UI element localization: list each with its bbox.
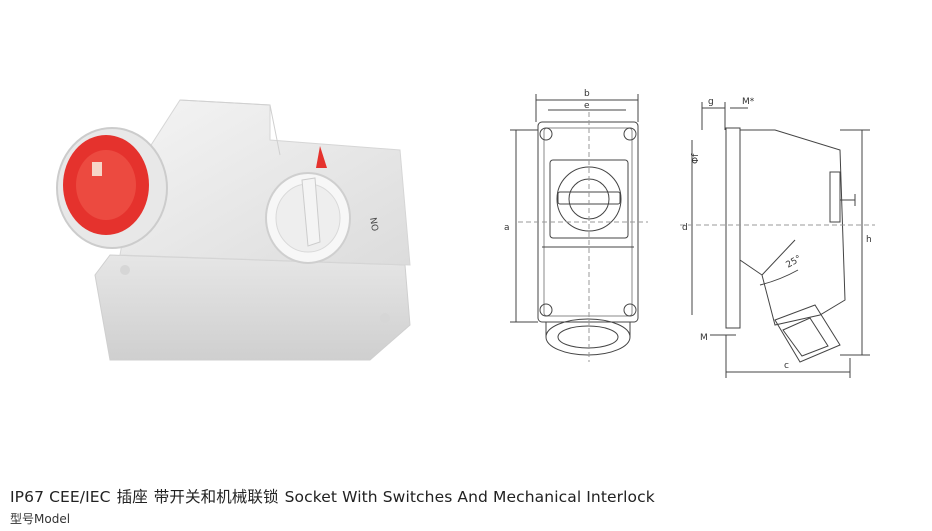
dim-d-label: d (682, 223, 688, 233)
dim-h-label: h (866, 235, 872, 245)
caption-en-title: Socket With Switches And Mechanical Inte… (284, 488, 655, 506)
dim-phi-f-label: Φf (691, 153, 701, 164)
model-label: 型号Model (10, 512, 71, 526)
caption-cn-product: 插座 (116, 488, 148, 506)
product-photo: NO (40, 60, 440, 390)
dim-a-label: a (504, 223, 510, 233)
switch-label: NO (367, 217, 379, 232)
angle-label: 25° (785, 254, 804, 271)
caption-standard: IP67 CEE/IEC (10, 488, 111, 506)
dim-mstar-label: M* (742, 97, 755, 107)
dim-b-label: b (584, 89, 590, 99)
side-view-drawing: g M* Φf d h M c 25° (680, 90, 880, 390)
caption-cn-feature: 带开关和机械联锁 (153, 488, 279, 506)
dim-m-label: M (700, 333, 708, 343)
dim-c-label: c (784, 361, 789, 371)
dim-g-label: g (708, 97, 714, 107)
product-caption: IP67 CEE/IEC 插座带开关和机械联锁 Socket With Switch… (10, 485, 661, 507)
dim-e-label: e (584, 101, 590, 111)
front-view-drawing: b e a (498, 82, 658, 372)
